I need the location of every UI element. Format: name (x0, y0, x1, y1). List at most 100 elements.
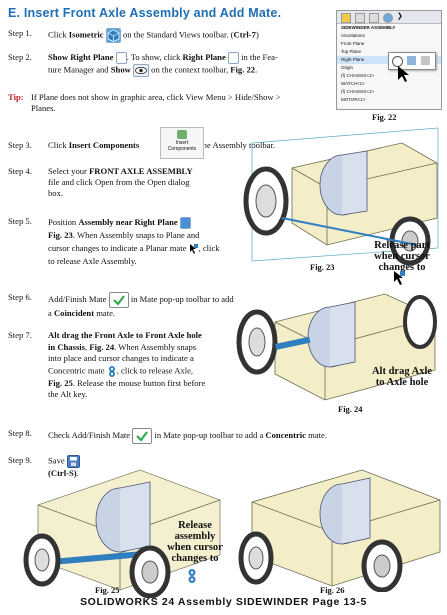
planar-mate-cursor-icon (188, 243, 199, 256)
step-8-num: Step 8. (8, 428, 32, 438)
insert-components-label: Insert Components (68, 140, 140, 150)
shortcut: Ctrl-7 (233, 29, 256, 40)
section-title: E. Insert Front Axle Assembly and Add Ma… (8, 6, 282, 20)
callout-line: assembly (174, 531, 216, 542)
step-5-num: Step 5. (8, 216, 32, 226)
plane-icon[interactable] (115, 52, 127, 65)
property-icon[interactable] (355, 13, 365, 23)
fm-item-chassis[interactable]: (f) CHASSIS<1> (341, 73, 375, 78)
step-7-num: Step 7. (8, 330, 32, 340)
fig23-callout: Release part when cursor changes to (362, 240, 442, 273)
fm-item-watch[interactable]: WATCH<1> (341, 81, 365, 86)
save-shortcut: (Ctrl-S) (48, 468, 77, 478)
fm-item-chassis-2[interactable]: (f) CHASSIS<1> (341, 89, 375, 94)
wheel-left (238, 531, 274, 585)
normal-to-icon[interactable] (407, 56, 416, 65)
tip-line-2: Planes. (31, 103, 56, 113)
text: on the context toolbar, (151, 64, 231, 75)
text: in Mate pop-up toolbar to add a (154, 429, 266, 440)
fm-item-motor[interactable]: MOTOR<1> (341, 97, 366, 102)
motor-cylinder (319, 150, 368, 216)
text: , click to release Axle, (116, 364, 194, 375)
step-4-num: Step 4. (8, 166, 32, 176)
text: Add/Finish Mate (48, 293, 107, 304)
callout-line: changes to (171, 553, 219, 564)
fig24-callout: Alt drag Axle to Axle hole (360, 366, 444, 388)
text: . When Assembly snaps (114, 341, 197, 352)
right-plane-label: Right Plane (182, 52, 226, 62)
text: . To show, click (126, 52, 183, 62)
feature-tree-icon[interactable] (341, 13, 351, 23)
fig24-illustration (236, 293, 437, 401)
step-8-text: Check Add/Finish Mate in Mate pop-up too… (48, 428, 327, 444)
fm-item-top-plane[interactable]: Top Plane (341, 49, 362, 54)
text: Click (48, 140, 69, 150)
feature-manager-title: SIDEWINDER ASSEMBLY (341, 25, 396, 30)
wheel-right (403, 295, 437, 349)
step-9-num: Step 9. (8, 455, 32, 465)
isometric-icon[interactable] (105, 28, 121, 43)
coincident-label: Coincident (53, 308, 95, 318)
page-footer: SOLIDWORKS 24 Assembly SIDEWINDER Page 1… (80, 596, 367, 608)
fig-ref: Fig. 25 (48, 377, 73, 388)
show-eye-icon[interactable] (392, 56, 403, 67)
fm-item-origin[interactable]: Origin (341, 65, 354, 70)
text: . (255, 64, 258, 75)
show-right-plane-label: Show Right Plane (48, 52, 114, 62)
motor-cylinder (319, 477, 371, 545)
alt-drag-label: Alt drag the Front Axle to Front Axle ho… (48, 330, 202, 340)
step-2: Step 2. Show Right Plane . To show, clic… (0, 52, 330, 78)
wheel-left (243, 166, 289, 236)
more-arrow-icon[interactable]: ❯ (397, 13, 403, 20)
insert-components-button[interactable]: Insert Components (160, 127, 204, 159)
display-icon[interactable] (383, 13, 393, 23)
fig-ref: Fig. 22 (230, 64, 256, 75)
text: Concentric mate (48, 364, 105, 375)
text: the Alt key. (48, 389, 88, 399)
step-9-text: Save (Ctrl-S). (48, 455, 80, 479)
text: to release Axle Assembly. (48, 256, 137, 267)
step-1-text: Click Isometric on the Standard Views to… (48, 28, 259, 43)
show-label: Show (110, 64, 131, 75)
step-6-num: Step 6. (8, 292, 32, 302)
text: in the Fea- (238, 52, 278, 62)
plane-icon[interactable] (227, 52, 239, 65)
step-4-text: Select your FRONT AXLE ASSEMBLY file and… (48, 166, 238, 199)
wheel-left (236, 309, 278, 375)
text: box. (48, 188, 64, 198)
planar-mate-cursor-icon (394, 271, 405, 285)
wheel-right (361, 539, 403, 592)
step-3-text: Click Insert Components on the Assembly … (48, 140, 275, 151)
front-axle-label: FRONT AXLE ASSEMBLY (89, 166, 193, 176)
concentric-mate-cursor-icon (106, 364, 117, 378)
text: Check Add/Finish Mate (48, 429, 131, 440)
fig26-illustration (238, 469, 441, 592)
step-1: Step 1. Click Isometric on the Standard … (0, 28, 330, 43)
insert-components-line2: Components (167, 146, 197, 152)
fig26-label: Fig. 26 (320, 585, 345, 595)
isometric-label: Isometric (68, 29, 104, 40)
check-mate-icon[interactable] (132, 428, 153, 444)
motor-cylinder (95, 481, 151, 553)
config-icon[interactable] (369, 13, 379, 23)
text: a (48, 308, 54, 318)
text: mate. (306, 429, 327, 440)
fig23-illustration (243, 127, 439, 266)
edit-icon[interactable] (421, 56, 430, 65)
fig-ref: Fig. 23 (48, 230, 73, 241)
insert-components-line1: Insert (175, 140, 189, 146)
fm-item-annotations[interactable]: Annotations (341, 33, 365, 38)
fig22-label: Fig. 22 (372, 112, 397, 122)
fm-item-front-plane[interactable]: Front Plane (341, 41, 365, 46)
fig23-label: Fig. 23 (310, 262, 335, 272)
show-eye-icon[interactable] (132, 64, 149, 78)
text: Save (48, 455, 65, 466)
feature-manager-toolbar: ❯ (337, 11, 441, 24)
callout-line: Alt drag Axle (371, 366, 433, 377)
concentric-label: Concentric (265, 429, 306, 440)
assembly-near-plane-label: Assembly near Right Plane (78, 217, 178, 227)
check-mate-icon[interactable] (108, 292, 129, 308)
callout-line: Release (178, 520, 212, 531)
concentric-mate-cursor-icon (188, 569, 196, 583)
fig-ref: Fig. 24 (89, 341, 115, 352)
